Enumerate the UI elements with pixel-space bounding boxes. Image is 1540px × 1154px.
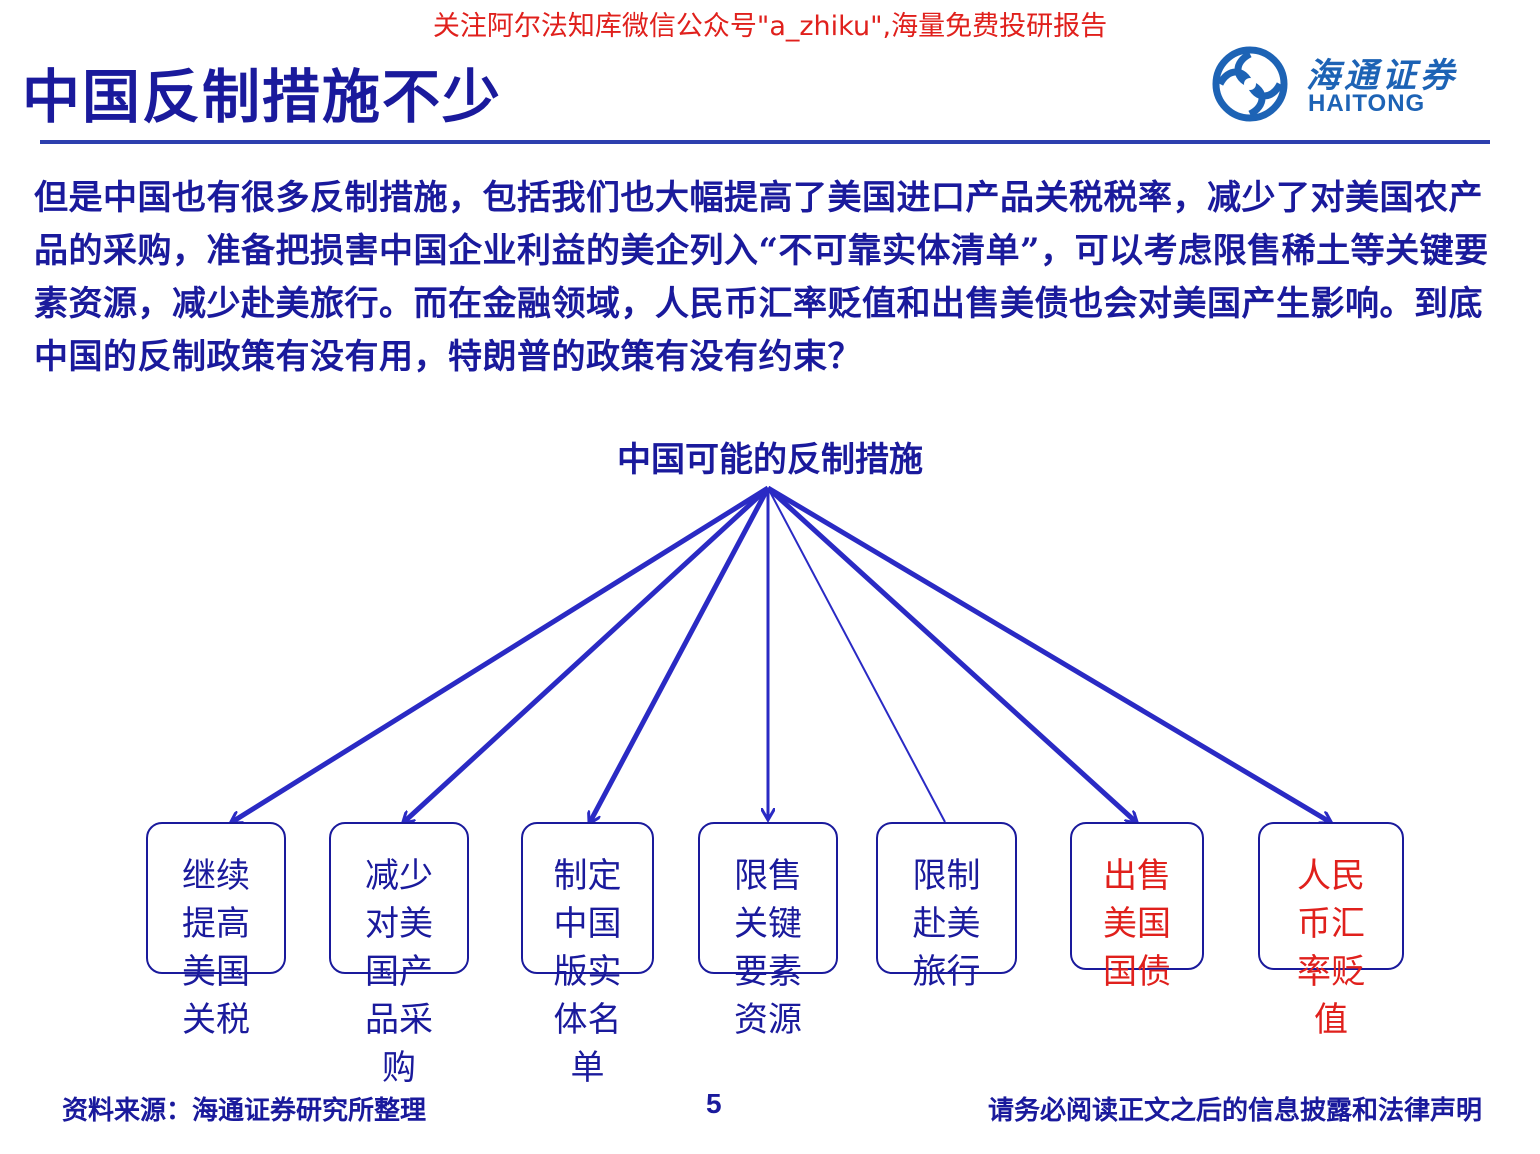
diagram-node: 限制赴美旅行: [876, 822, 1017, 992]
logo-chinese-name: 海通证券: [1306, 56, 1458, 96]
diagram-connector: [590, 486, 771, 822]
haitong-logo-icon: [1212, 46, 1288, 122]
diagram-connector: [404, 486, 770, 822]
watermark-text: 关注阿尔法知库微信公众号"a_zhiku",海量免费投研报告: [432, 11, 1108, 42]
diagram-node-label: 人民币汇率贬值: [1297, 856, 1365, 1040]
diagram-node: 限售关键要素资源: [698, 822, 838, 1040]
disclaimer-note: 请务必阅读正文之后的信息披露和法律声明: [988, 1096, 1483, 1126]
diagram-node-label: 继续提高美国关税: [182, 856, 250, 1040]
source-note: 资料来源：海通证券研究所整理: [62, 1096, 427, 1126]
diagram-node-label: 限制赴美旅行: [912, 856, 981, 992]
diagram-node: 减少对美国产品采购: [329, 822, 469, 1088]
diagram-node: 人民币汇率贬值: [1258, 822, 1404, 1040]
diagram-node-label: 制定中国版实体名单: [553, 856, 622, 1088]
diagram-connector: [766, 485, 1330, 822]
diagram-connector: [767, 487, 946, 823]
diagram-root-node: 中国可能的反制措施: [617, 440, 923, 480]
diagram-node-label: 减少对美国产品采购: [365, 856, 433, 1088]
logo-english-name: HAITONG: [1308, 90, 1426, 117]
company-logo: 海通证券 HAITONG: [1208, 44, 1488, 124]
diagram-node-label: 限售关键要素资源: [734, 856, 802, 1040]
diagram-connector: [766, 486, 1136, 822]
diagram-connector: [232, 485, 770, 822]
diagram-node: 继续提高美国关税: [146, 822, 286, 1040]
title-divider: [40, 140, 1490, 144]
diagram-node-label: 出售美国国债: [1103, 856, 1171, 992]
page-title: 中国反制措施不少: [22, 63, 503, 131]
diagram-node: 制定中国版实体名单: [521, 822, 654, 1088]
diagram-node: 出售美国国债: [1070, 822, 1204, 992]
page-number: 5: [706, 1088, 722, 1119]
intro-paragraph: 但是中国也有很多反制措施，包括我们也大幅提高了美国进口产品关税税率，减少了对美国…: [34, 178, 1489, 377]
